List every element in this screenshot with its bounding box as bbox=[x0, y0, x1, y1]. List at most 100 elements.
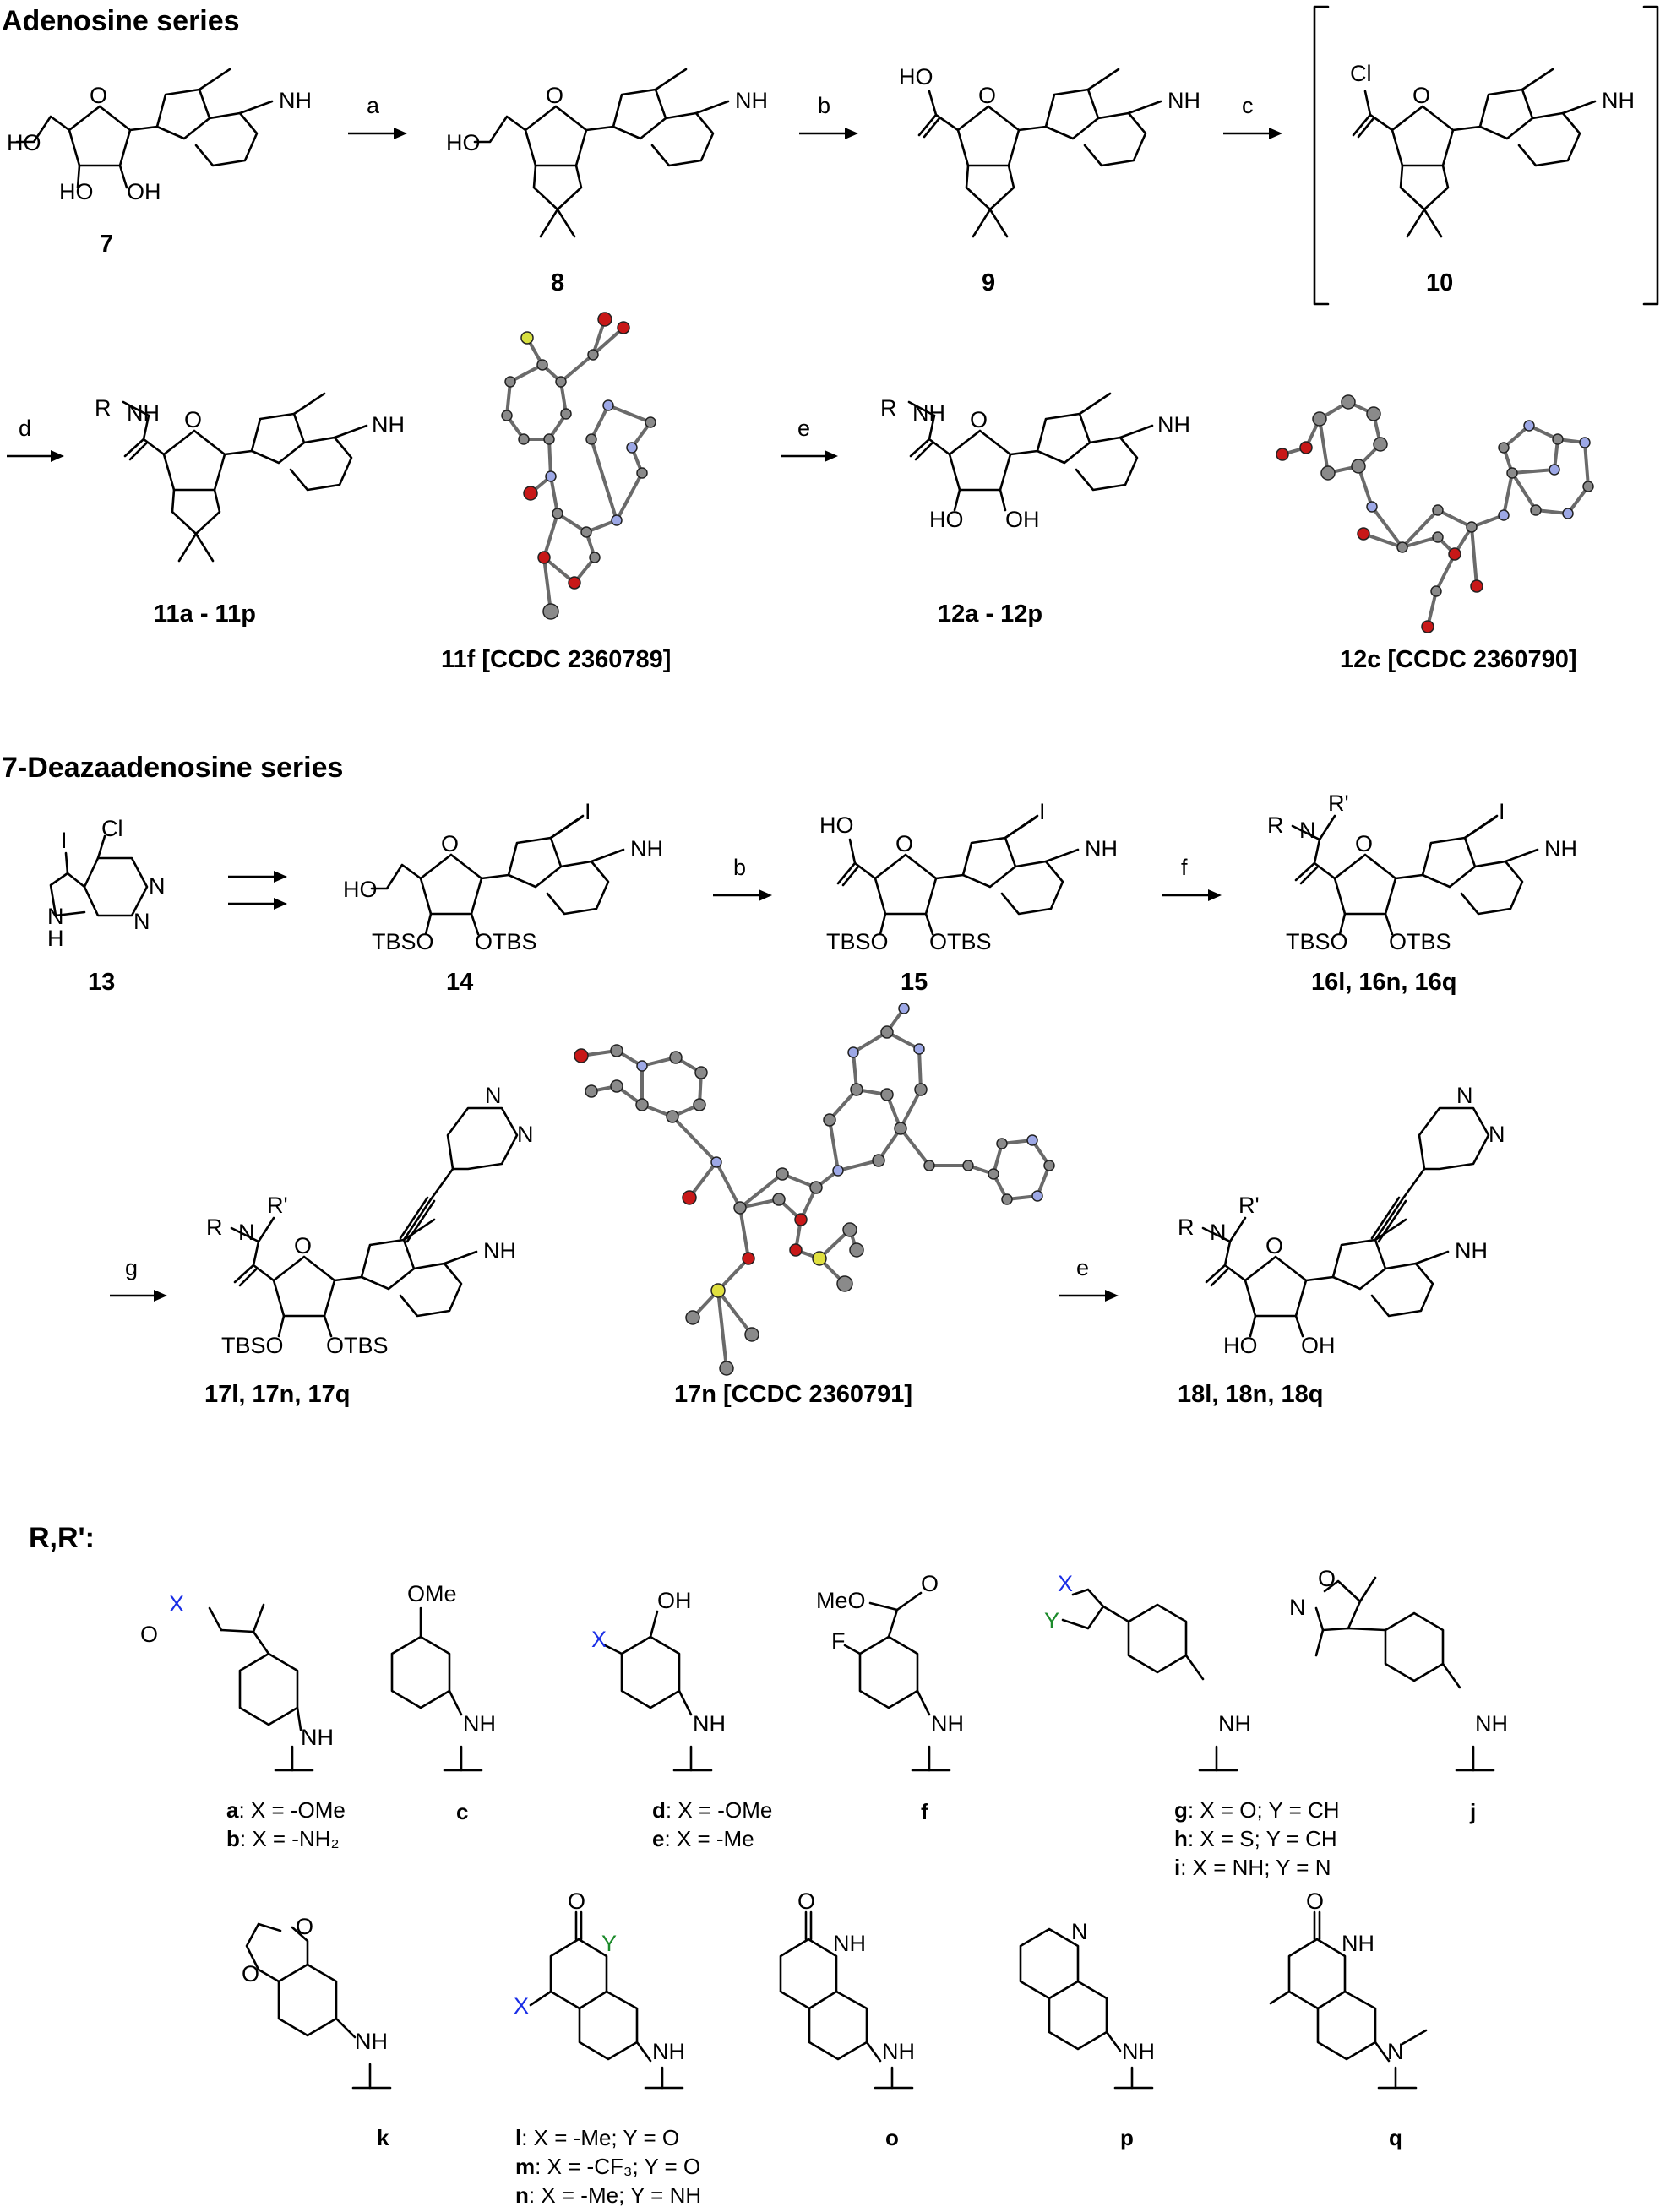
label-12c: 12c [CCDC 2360790] bbox=[1340, 646, 1576, 673]
svg-text:e: e bbox=[797, 416, 810, 441]
svg-text:NH: NH bbox=[630, 836, 663, 861]
structure-15: HO O I NH TBSO OTBS 15 bbox=[819, 799, 1118, 996]
svg-text:c: c bbox=[456, 1799, 468, 1824]
label-13: 13 bbox=[88, 969, 115, 996]
svg-text:NH: NH bbox=[372, 412, 405, 438]
svg-text:H: H bbox=[47, 926, 64, 951]
svg-text:m: X = -CF₃; Y = O: m: X = -CF₃; Y = O bbox=[515, 2154, 700, 2179]
substituent-k: O O NH k bbox=[242, 1914, 392, 2150]
arrow-c: c bbox=[1223, 93, 1282, 139]
svg-text:O: O bbox=[242, 1961, 259, 1986]
svg-text:OTBS: OTBS bbox=[929, 929, 992, 954]
svg-text:h: X = S; Y = CH: h: X = S; Y = CH bbox=[1174, 1826, 1337, 1851]
svg-text:k: k bbox=[377, 2125, 389, 2150]
svg-text:N: N bbox=[47, 904, 64, 929]
svg-text:N: N bbox=[1210, 1220, 1227, 1245]
label-11f: 11f [CCDC 2360789] bbox=[441, 646, 671, 673]
svg-text:R': R' bbox=[267, 1193, 288, 1218]
svg-text:b: b bbox=[818, 93, 830, 118]
crystal-structure-11f: 11f [CCDC 2360789] bbox=[441, 312, 671, 673]
svg-text:O: O bbox=[1306, 1889, 1324, 1914]
svg-text:X: X bbox=[169, 1591, 184, 1617]
structure-10: Cl O NH 10 bbox=[1313, 5, 1659, 306]
section-title-rr: R,R': bbox=[29, 1522, 95, 1554]
arrow-d: d bbox=[7, 416, 64, 462]
svg-text:NH: NH bbox=[652, 2039, 685, 2064]
arrow-e2: e bbox=[1059, 1255, 1119, 1302]
svg-text:NH: NH bbox=[301, 1725, 334, 1750]
svg-text:NH: NH bbox=[1085, 836, 1118, 861]
substituent-q: O NH N q bbox=[1269, 1889, 1428, 2150]
arrow-b2: b bbox=[713, 855, 772, 901]
structure-12: R NH O HO OH NH 12a - 12p bbox=[880, 392, 1190, 628]
svg-text:F: F bbox=[831, 1628, 846, 1654]
svg-text:TBSO: TBSO bbox=[221, 1333, 284, 1358]
arrow-e1: e bbox=[781, 416, 838, 462]
svg-text:N: N bbox=[149, 873, 166, 899]
svg-text:NH: NH bbox=[882, 2039, 915, 2064]
label-9: 9 bbox=[982, 269, 995, 296]
substituent-ab: X O NH a: X = -OMe b: X = -NH₂ bbox=[140, 1591, 346, 1851]
svg-text:N: N bbox=[1387, 2039, 1404, 2064]
svg-text:O: O bbox=[441, 831, 459, 856]
svg-text:N: N bbox=[1299, 818, 1316, 843]
structure-13: I Cl N N N H 13 bbox=[47, 816, 166, 996]
svg-text:NH: NH bbox=[931, 1711, 964, 1736]
arrow-b1: b bbox=[799, 93, 858, 139]
label-12: 12a - 12p bbox=[938, 601, 1042, 628]
svg-text:e: e bbox=[1076, 1255, 1089, 1280]
structure-16: R N R' O I NH TBSO OTBS 16l, 16n, 16q bbox=[1267, 791, 1577, 996]
label-10: 10 bbox=[1426, 269, 1453, 296]
svg-text:OTBS: OTBS bbox=[326, 1333, 389, 1358]
label-8: 8 bbox=[551, 269, 564, 296]
svg-text:R: R bbox=[1267, 813, 1284, 838]
substituent-lmn: O Y X NH l: X = -Me; Y = O m: X = -CF₃; … bbox=[514, 1889, 701, 2208]
svg-text:HO: HO bbox=[446, 130, 481, 155]
svg-text:NH: NH bbox=[1544, 836, 1577, 861]
svg-text:TBSO: TBSO bbox=[1286, 929, 1348, 954]
svg-text:f: f bbox=[1181, 855, 1188, 880]
svg-text:NH: NH bbox=[1475, 1711, 1508, 1736]
svg-text:O: O bbox=[1265, 1233, 1283, 1258]
svg-text:N: N bbox=[1071, 1919, 1088, 1944]
svg-text:b: b bbox=[733, 855, 746, 880]
svg-text:q: q bbox=[1389, 2125, 1402, 2150]
substituent-o: O NH NH o bbox=[779, 1889, 915, 2150]
svg-text:NH: NH bbox=[1342, 1931, 1374, 1956]
substituent-f: MeO O F NH f bbox=[816, 1571, 964, 1824]
svg-text:OH: OH bbox=[1301, 1333, 1336, 1358]
svg-text:O: O bbox=[1355, 831, 1373, 856]
substituent-c: OMe NH c bbox=[390, 1581, 496, 1824]
svg-text:TBSO: TBSO bbox=[826, 929, 889, 954]
structure-7: HO HO OH O NH 7 bbox=[7, 68, 312, 258]
svg-text:NH: NH bbox=[1218, 1711, 1251, 1736]
svg-text:HO: HO bbox=[59, 179, 94, 204]
svg-text:f: f bbox=[921, 1799, 928, 1824]
svg-text:i: X = NH; Y = N: i: X = NH; Y = N bbox=[1174, 1855, 1331, 1880]
svg-text:HO: HO bbox=[899, 64, 933, 90]
svg-text:O: O bbox=[184, 407, 202, 432]
svg-text:MeO: MeO bbox=[816, 1588, 866, 1613]
svg-text:R: R bbox=[1178, 1215, 1195, 1240]
svg-text:R': R' bbox=[1238, 1193, 1260, 1218]
structure-8: HO O NH 8 bbox=[446, 68, 768, 296]
svg-text:R: R bbox=[880, 395, 897, 421]
structure-18: R N R' O NH HO OH N N 18l, 18n, 18q bbox=[1178, 1083, 1505, 1408]
svg-text:OH: OH bbox=[127, 179, 161, 204]
svg-text:OMe: OMe bbox=[407, 1581, 457, 1606]
svg-text:HO: HO bbox=[1223, 1333, 1258, 1358]
section-title-adenosine: Adenosine series bbox=[2, 5, 240, 37]
svg-text:I: I bbox=[585, 799, 591, 824]
svg-text:OH: OH bbox=[657, 1588, 692, 1613]
svg-text:TBSO: TBSO bbox=[372, 929, 434, 954]
svg-text:N: N bbox=[1456, 1083, 1473, 1108]
svg-text:HO: HO bbox=[343, 877, 378, 902]
svg-text:R': R' bbox=[1328, 791, 1349, 816]
svg-text:X: X bbox=[514, 1993, 529, 2019]
svg-text:OTBS: OTBS bbox=[475, 929, 537, 954]
label-7: 7 bbox=[100, 231, 113, 258]
arrow-g: g bbox=[110, 1255, 167, 1302]
svg-text:n: X = -Me; Y = NH: n: X = -Me; Y = NH bbox=[515, 2182, 701, 2208]
